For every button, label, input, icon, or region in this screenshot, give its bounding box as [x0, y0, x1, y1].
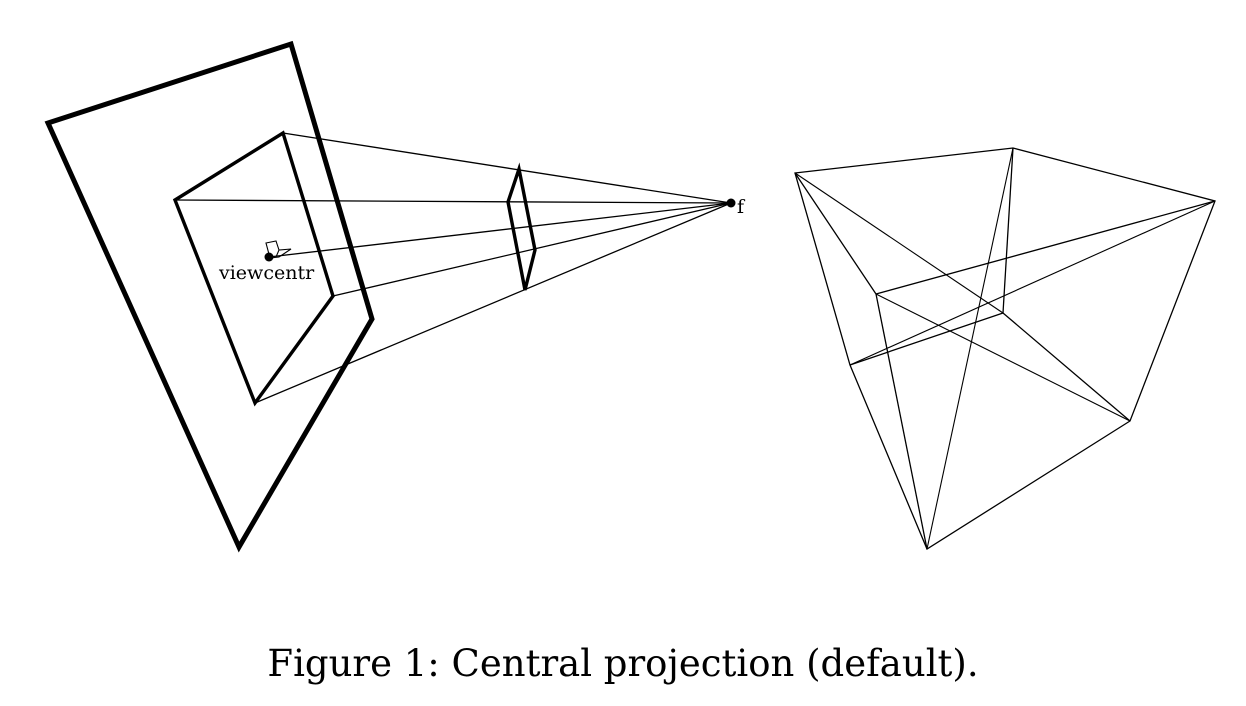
cube-diagonal: [794, 172, 1004, 314]
cube-diagonal: [926, 147, 1014, 550]
focal-point: [726, 198, 736, 208]
ray-top: [282, 132, 732, 204]
figure-caption: Figure 1: Central projection (default).: [267, 642, 979, 685]
projection-plane: [44, 40, 375, 553]
object-quad: [506, 162, 537, 291]
cube-edge: [794, 172, 877, 295]
ray-viewcentre: [268, 202, 732, 258]
ray-left: [174, 199, 732, 204]
wireframe-cube: [794, 147, 1216, 550]
cube-outline: [794, 147, 1216, 550]
ray-right: [332, 202, 732, 297]
cube-edge: [875, 200, 1216, 295]
cube-edge: [875, 293, 928, 550]
focal-point-label: f: [737, 196, 746, 218]
cube-diagonal: [849, 200, 1216, 366]
view-centre-label: viewcentr: [218, 262, 315, 284]
projected-quad: [172, 130, 335, 407]
ray-bottom: [254, 202, 732, 404]
view-direction-icon: [265, 240, 292, 259]
cube-diagonal: [875, 293, 1131, 422]
projection-diagram: f viewcentr: [44, 40, 746, 553]
cube-edge: [1002, 147, 1014, 314]
view-centre-point: [264, 252, 274, 262]
cube-edge: [849, 312, 1004, 366]
cube-edge: [1002, 312, 1131, 422]
